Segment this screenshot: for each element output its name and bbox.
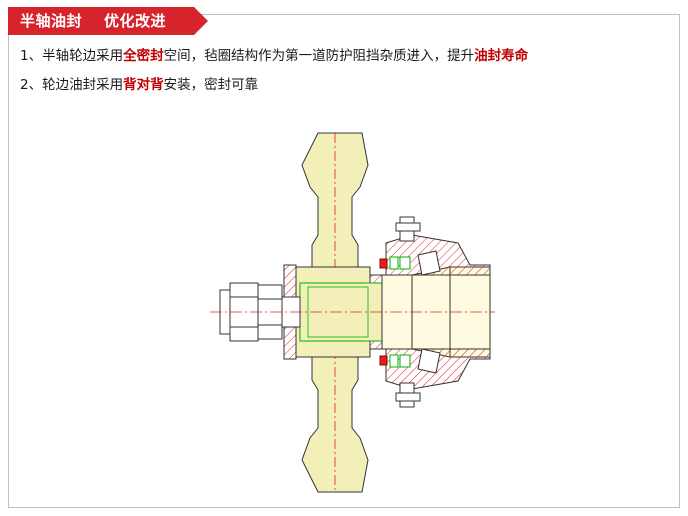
hub-seal-section-drawing bbox=[210, 132, 495, 493]
banner-title-right: 优化改进 bbox=[104, 12, 167, 30]
wheel-rim bbox=[301, 132, 369, 493]
banner-title-left: 半轴油封 bbox=[20, 12, 83, 30]
point-1-highlight-seal-life: 油封寿命 bbox=[474, 48, 529, 64]
banner-shape bbox=[8, 7, 208, 35]
point-2-suffix: 安装，密封可靠 bbox=[163, 77, 259, 93]
oil-seals bbox=[379, 256, 411, 368]
bearing-housing-top bbox=[385, 216, 491, 276]
section-banner: 半轴油封 优化改进 bbox=[8, 7, 208, 35]
point-1-highlight-full-seal: 全密封 bbox=[123, 48, 164, 64]
tapered-bearings bbox=[417, 250, 441, 374]
banner-title: 半轴油封 优化改进 bbox=[20, 9, 166, 33]
point-1: 1、半轴轮边采用全密封空间，毡圈结构作为第一道防护阻挡杂质进入，提升油封寿命 bbox=[20, 44, 528, 64]
point-1-prefix: 1、半轴轮边采用 bbox=[20, 48, 124, 64]
bearing-housing-bottom bbox=[385, 348, 491, 408]
point-2: 2、轮边油封采用背对背安装，密封可靠 bbox=[20, 73, 258, 93]
point-2-highlight-back-to-back: 背对背 bbox=[123, 77, 164, 93]
point-1-middle: 空间，毡圈结构作为第一道防护阻挡杂质进入，提升 bbox=[163, 48, 475, 64]
point-2-prefix: 2、轮边油封采用 bbox=[20, 77, 124, 93]
